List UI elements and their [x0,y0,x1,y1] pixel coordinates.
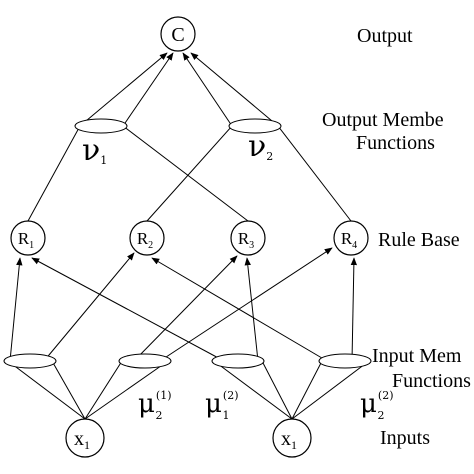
output-node: C [160,16,196,52]
rule-node-2-sub: 2 [148,240,153,251]
edge-x2-to-in3-b [261,360,293,420]
edge-x2-to-in4-a [291,360,323,420]
edge-in2-to-r4 [159,247,333,362]
input-node-1: x1 [65,418,105,458]
connection-lines [7,52,370,420]
edge-nu1-to-c-a [79,52,168,127]
input-membership-ellipse-4 [318,353,372,369]
edge-in2-to-r3 [133,255,238,362]
edge-in1a-to-r1 [9,257,23,362]
layer-label-inputs: Inputs [380,427,430,449]
output-membership-ellipse-2 [228,118,282,134]
edge-x1-to-in1-b [51,360,86,420]
input-node-2: x1 [272,418,312,458]
edge-nu2-to-c-a [182,52,233,127]
edge-x1-to-in2-b [84,360,169,420]
mu-2-2-label: μ(2)2 [360,389,394,422]
rule-node-3-sub: 3 [249,240,254,251]
svg-text:R2: R2 [137,229,153,251]
edge-r2-to-nu2 [146,125,233,222]
rule-node-4-label: R [341,229,353,248]
layer-label-output-membership-2: Functions [356,132,435,154]
edge-r1-to-nu1 [27,125,81,222]
edge-x2-to-in4-b [291,360,370,420]
mu-2-1-label: μ(1)2 [138,389,172,422]
edge-nu1-to-c-b [122,52,174,127]
edge-in4-to-r2 [151,257,328,362]
input-node-2-label: x [281,428,291,450]
svg-text:x1: x1 [281,428,297,452]
layer-label-output: Output [357,25,413,47]
layer-label-rule-base: Rule Base [378,229,460,251]
input-membership-ellipse-3 [211,353,265,369]
rule-node-1-label: R [18,229,30,248]
rule-node-2-label: R [137,229,149,248]
edge-in4-to-r4 [350,257,358,362]
edge-in3-to-r1 [31,257,225,362]
rule-node-4-sub: 4 [352,240,357,251]
svg-text:x1: x1 [74,428,90,452]
input-membership-ellipse-2 [118,353,172,369]
nu-2-label: ν2 [248,129,273,164]
mu-1-2-label: μ(2)1 [205,389,239,422]
svg-text:R1: R1 [18,229,34,251]
edge-in3-to-r3 [244,257,259,362]
rule-node-2: R2 [129,220,165,256]
edge-r3-to-nu1 [122,125,249,222]
output-membership-ellipse-1 [74,118,128,134]
edge-r4-to-nu2 [277,125,352,222]
edge-x1-to-in2-a [84,360,123,420]
layer-label-input-membership-2: Functions [392,370,471,392]
rule-node-1-sub: 1 [29,240,34,251]
input-node-2-sub: 1 [291,438,297,452]
membership-ellipses [3,118,372,369]
edge-nu2-to-c-b [190,52,279,127]
layer-label-output-membership-1: Output Membe [322,109,444,131]
nu-1-label: ν1 [82,133,107,168]
rule-node-1: R1 [10,220,46,256]
edge-x1-to-in1-a [7,360,86,420]
input-node-1-sub: 1 [84,438,90,452]
layer-label-input-membership-1: Input Mem [372,345,462,367]
output-node-label: C [171,24,184,46]
rule-node-3-label: R [238,229,250,248]
svg-text:R3: R3 [238,229,254,251]
input-node-1-label: x [74,428,84,450]
input-membership-ellipse-1 [3,353,57,369]
rule-node-4: R4 [333,220,369,256]
edge-in1b-to-r2 [43,252,135,362]
svg-text:R4: R4 [341,229,357,251]
edge-x2-to-in3-a [213,360,293,420]
rule-node-3: R3 [230,220,266,256]
